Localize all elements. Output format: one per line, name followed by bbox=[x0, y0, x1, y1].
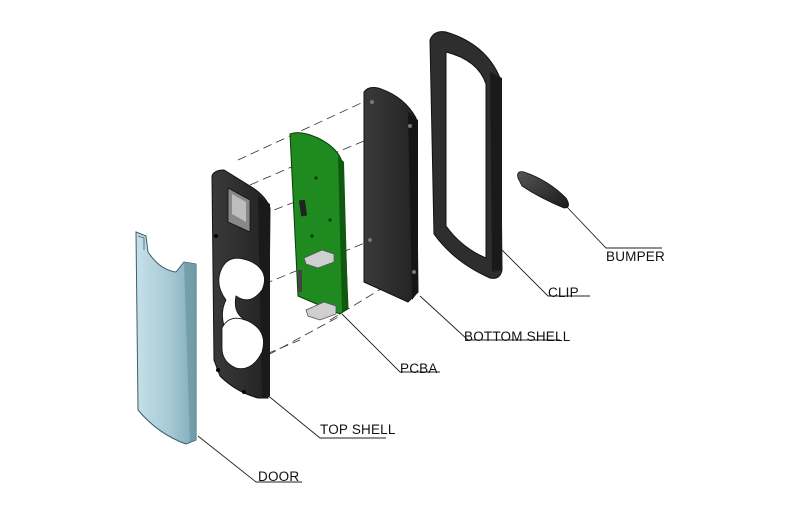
clip-label: CLIP bbox=[548, 285, 579, 300]
pcba-part bbox=[289, 132, 349, 321]
top-shell-label: TOP SHELL bbox=[320, 422, 396, 437]
bumper-part bbox=[517, 171, 569, 209]
leader-lines bbox=[197, 205, 662, 483]
clip-part bbox=[429, 31, 503, 279]
bottom-shell-part bbox=[363, 87, 419, 303]
bumper-label: BUMPER bbox=[606, 249, 665, 264]
top-shell-part bbox=[211, 169, 271, 399]
pcba-label: PCBA bbox=[400, 361, 438, 376]
door-part bbox=[135, 231, 197, 445]
door-label: DOOR bbox=[258, 469, 299, 484]
bottom-shell-label: BOTTOM SHELL bbox=[464, 329, 571, 344]
